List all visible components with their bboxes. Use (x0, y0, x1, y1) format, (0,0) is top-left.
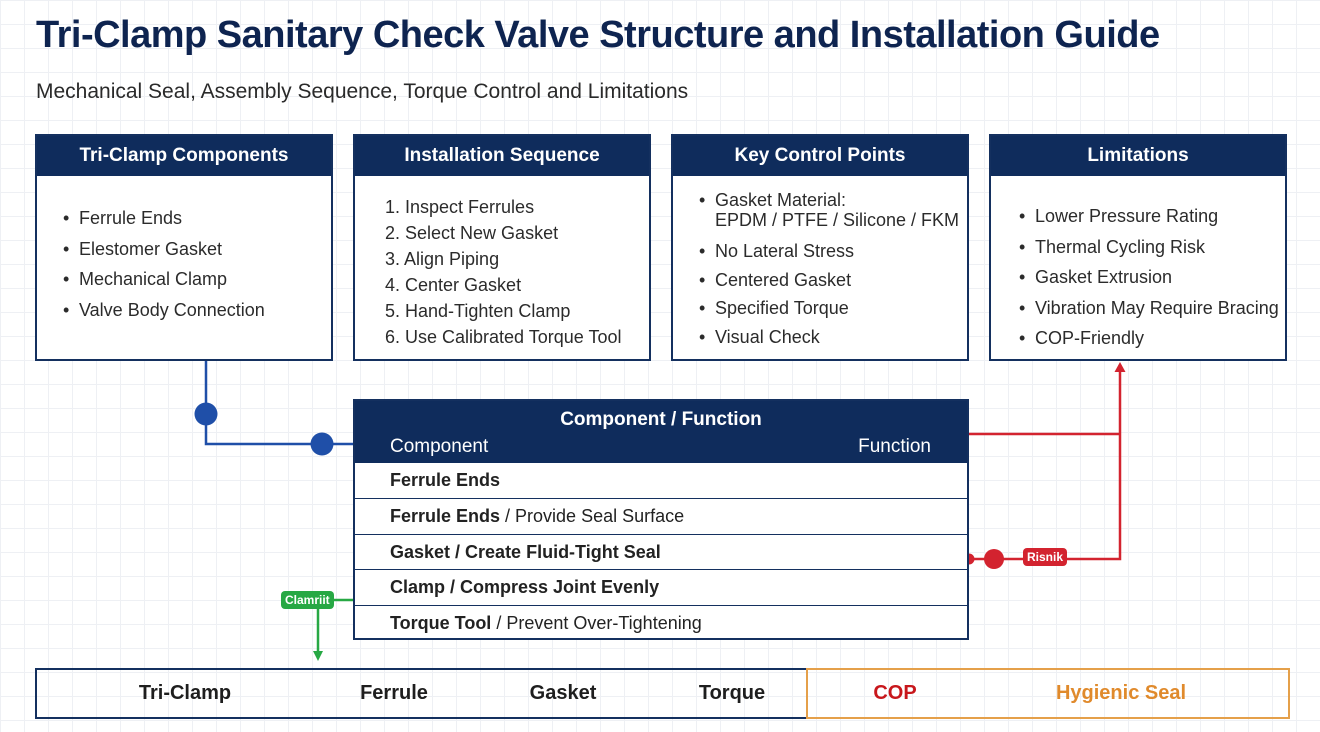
row-key: Torque Tool (390, 612, 492, 633)
list-item: Elestomer Gasket (63, 234, 331, 265)
page-subtitle: Mechanical Seal, Assembly Sequence, Torq… (36, 80, 689, 103)
row-key: Clamp / Compress Joint Evenly (390, 577, 660, 598)
table-row: Torque Tool / Prevent Over-Tightening (355, 604, 967, 640)
components-card-heading: Tri-Clamp Components (37, 136, 331, 176)
list-item: 6. Use Calibrated Torque Tool (385, 327, 622, 347)
component-function-table: Component / Function Component Function … (353, 399, 969, 640)
list-item: 4. Center Gasket (385, 275, 522, 295)
red-connector-line (969, 370, 1122, 561)
table-header: Component / Function Component Function (355, 401, 967, 463)
list-item: Lower Pressure Rating (1019, 201, 1285, 232)
keyword-bar-hygiene: COP Hygienic Seal (806, 668, 1290, 719)
keyword-gasket: Gasket (529, 682, 597, 704)
blue-node-dot (194, 402, 218, 426)
table-row: Gasket / Create Fluid-Tight Seal (355, 533, 967, 569)
installation-card-heading: Installation Sequence (355, 136, 649, 176)
gasket-material-values: EPDM / PTFE / Silicone / FKM (715, 210, 960, 230)
table-body: Ferrule Ends Ferrule Ends / Provide Seal… (355, 463, 967, 640)
control-points-card-heading: Key Control Points (673, 136, 967, 176)
red-arrowhead-icon (1114, 362, 1126, 372)
green-arrowhead-icon (313, 651, 323, 661)
table-row: Ferrule Ends (355, 463, 967, 498)
row-key: Ferrule Ends (390, 506, 501, 527)
limitations-list: Lower Pressure Rating Thermal Cycling Ri… (991, 176, 1285, 354)
table-row: Ferrule Ends / Provide Seal Surface (355, 498, 967, 533)
list-item: Vibration May Require Bracing (1019, 293, 1285, 324)
keyword-ferrule: Ferrule (360, 682, 428, 704)
blue-connector (204, 361, 355, 446)
blue-connector-line (204, 361, 355, 446)
page-title: Tri-Clamp Sanitary Check Valve Structure… (36, 14, 1160, 56)
gasket-material-label: Gasket Material: (715, 190, 847, 210)
list-item: Valve Body Connection (63, 295, 331, 326)
red-node-dot (984, 549, 1004, 569)
list-item: Gasket Material: EPDM / PTFE / Silicone … (699, 190, 967, 230)
installation-steps-list: 1. Inspect Ferrules 2. Select New Gasket… (355, 176, 649, 350)
list-item: Mechanical Clamp (63, 264, 331, 295)
list-item: COP-Friendly (1019, 323, 1285, 354)
control-points-list: Gasket Material: EPDM / PTFE / Silicone … (673, 176, 967, 351)
list-item: 1. Inspect Ferrules (385, 197, 535, 217)
table-row: Clamp / Compress Joint Evenly (355, 569, 967, 604)
list-item: Specified Torque (699, 294, 967, 323)
risk-tag: Risnik (1023, 548, 1068, 566)
red-connector (969, 370, 1122, 561)
limitations-card-heading: Limitations (991, 136, 1285, 176)
column-header-component: Component (390, 436, 489, 457)
row-key: Gasket / Create Fluid-Tight Seal (390, 541, 661, 562)
keyword-hygienic-seal: Hygienic Seal (1055, 682, 1187, 704)
column-header-function: Function (858, 436, 931, 457)
list-item: No Lateral Stress (699, 237, 967, 266)
list-item: 5. Hand-Tighten Clamp (385, 301, 571, 321)
list-item: Gasket Extrusion (1019, 262, 1285, 293)
limitations-card: Limitations Lower Pressure Rating Therma… (989, 134, 1287, 361)
keyword-bar: Tri-Clamp Ferrule Gasket Torque COP Hygi… (35, 668, 1290, 719)
list-item: Centered Gasket (699, 266, 967, 295)
list-item: Visual Check (699, 323, 967, 352)
keyword-tri-clamp: Tri-Clamp (138, 682, 232, 704)
keyword-torque: Torque (698, 682, 766, 704)
list-item: Thermal Cycling Risk (1019, 232, 1285, 263)
installation-card: Installation Sequence 1. Inspect Ferrule… (353, 134, 651, 361)
row-value: / Prevent Over-Tightening (491, 612, 702, 633)
table-title: Component / Function (560, 409, 762, 430)
components-card: Tri-Clamp Components Ferrule Ends Elesto… (35, 134, 333, 361)
row-key: Ferrule Ends (390, 470, 501, 490)
control-points-card: Key Control Points Gasket Material: EPDM… (671, 134, 969, 361)
list-item: 2. Select New Gasket (385, 223, 559, 243)
keyword-bar-core: Tri-Clamp Ferrule Gasket Torque (35, 668, 806, 719)
blue-node-dot (310, 432, 334, 456)
row-value: / Provide Seal Surface (500, 506, 685, 527)
list-item: Ferrule Ends (63, 203, 331, 234)
components-list: Ferrule Ends Elestomer Gasket Mechanical… (37, 176, 331, 325)
clamp-tag: Clamriit (281, 591, 334, 609)
keyword-cop: COP (873, 682, 917, 704)
list-item: 3. Align Piping (385, 249, 500, 269)
